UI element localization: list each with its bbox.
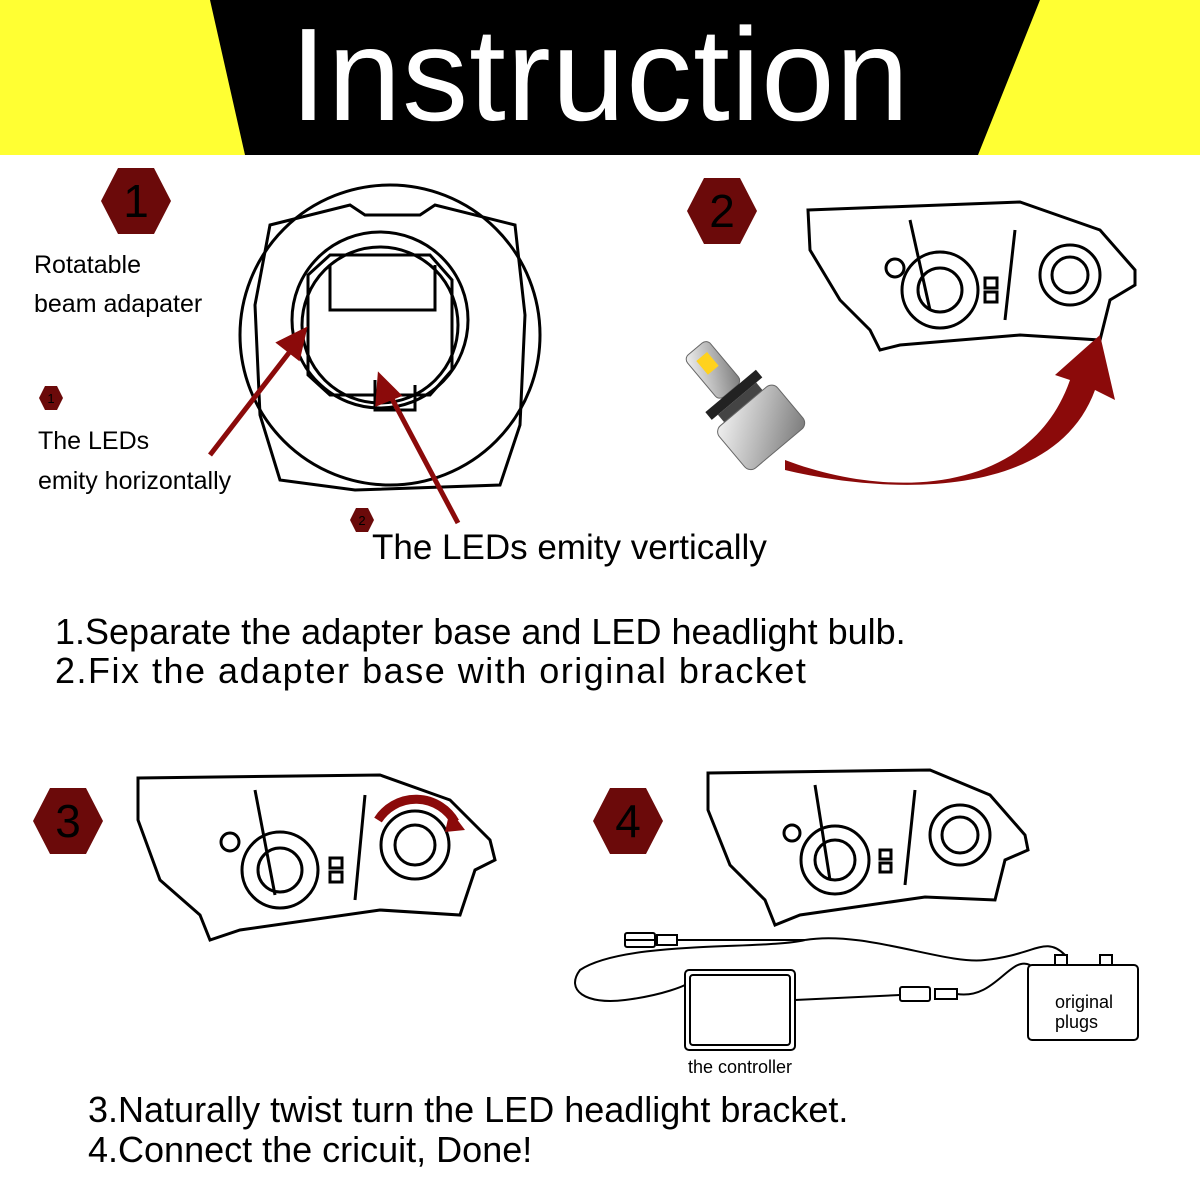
rotatable-label-line2: beam adapater [34, 285, 202, 323]
instruction-4: 4.Connect the cricuit, Done! [88, 1130, 532, 1170]
plugs-label-line2: plugs [1055, 1012, 1098, 1033]
controller-label: the controller [688, 1057, 792, 1078]
page-title: Instruction [0, 0, 1200, 155]
step3-number: 3 [32, 785, 104, 857]
sub1-number: 1 [38, 385, 64, 411]
instruction-3: 3.Naturally twist turn the LED headlight… [88, 1090, 848, 1130]
headlight-diagram-step3 [130, 770, 510, 960]
step2-curved-arrow [770, 320, 1130, 520]
horizontal-label-line1: The LEDs [38, 422, 149, 460]
headlight-diagram-step4 [700, 765, 1040, 935]
rotatable-label-line1: Rotatable [34, 246, 141, 284]
step4-number: 4 [592, 785, 664, 857]
instruction-1: 1.Separate the adapter base and LED head… [55, 612, 906, 652]
step1-number: 1 [100, 165, 172, 237]
step2-number: 2 [686, 175, 758, 247]
instruction-2: 2.Fix the adapter base with original bra… [55, 652, 807, 690]
vertical-label: The LEDs emity vertically [372, 528, 767, 568]
plugs-label-line1: original [1055, 992, 1113, 1013]
